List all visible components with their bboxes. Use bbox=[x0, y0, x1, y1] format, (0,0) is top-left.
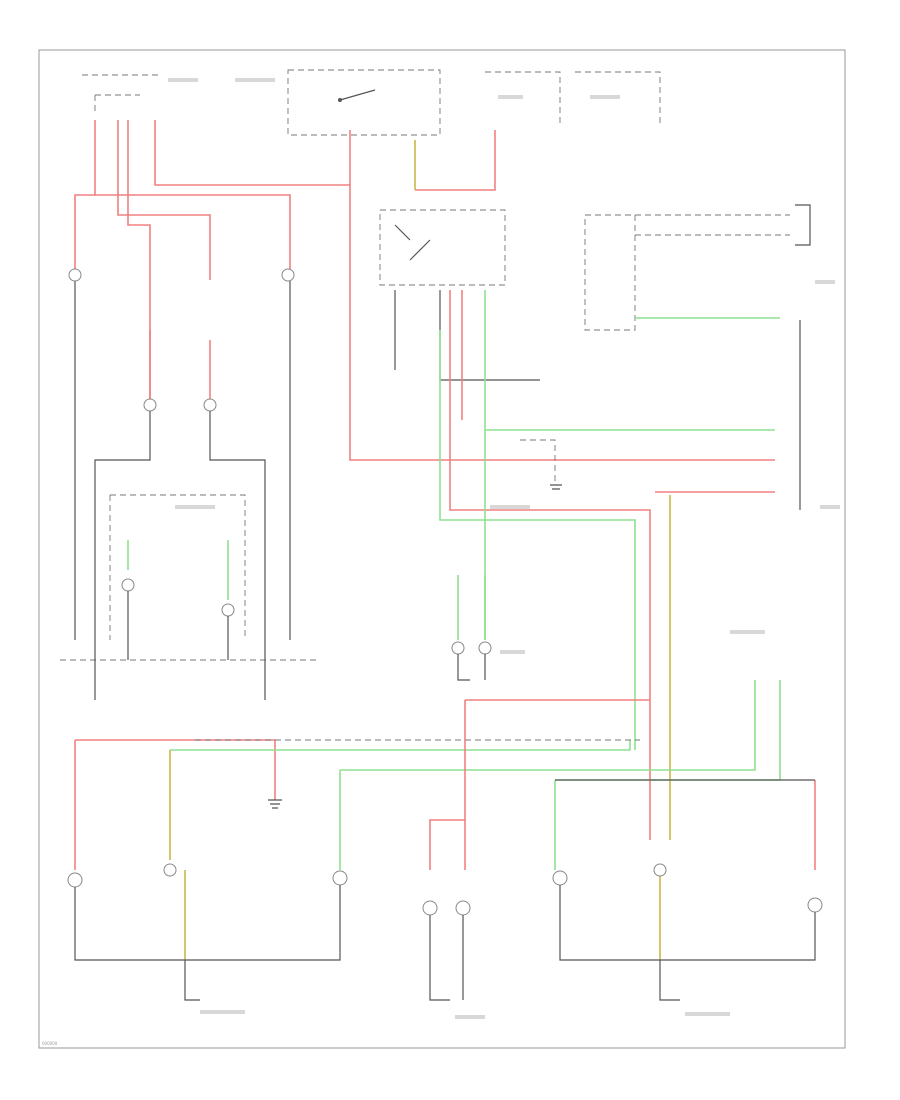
lamp-left-rear-sidemarker bbox=[67, 872, 83, 888]
rear-wiring bbox=[74, 680, 816, 960]
top-fuse-area bbox=[82, 69, 661, 136]
rear-lamps bbox=[67, 863, 823, 1001]
lamp-right-backup bbox=[478, 641, 492, 655]
footer-code: 000000 bbox=[42, 1041, 58, 1046]
lamp-right-stop-turn bbox=[653, 863, 667, 877]
center-relay bbox=[379, 209, 775, 840]
lamp-right-front-marker bbox=[203, 398, 217, 412]
faint-labels bbox=[168, 78, 840, 1019]
right-connector bbox=[584, 204, 811, 840]
diagram-frame bbox=[38, 49, 846, 1049]
lamp-left-front-marker bbox=[143, 398, 157, 412]
lamp-right-rear-tail bbox=[552, 870, 568, 886]
top-red-wiring bbox=[74, 120, 775, 461]
ground-symbols bbox=[268, 484, 562, 809]
lamp-left-backup bbox=[451, 641, 465, 655]
front-park-lamps bbox=[60, 268, 320, 700]
lamp-left-stop-turn bbox=[163, 863, 177, 877]
lamp-left-rear-tail bbox=[332, 870, 348, 886]
lamp-right-front-park bbox=[281, 268, 295, 282]
lamp-right-license bbox=[455, 900, 471, 916]
lamp-left-front-turn bbox=[121, 578, 135, 592]
lamp-right-rear-sidemarker bbox=[807, 897, 823, 913]
lamp-left-license bbox=[422, 900, 438, 916]
lamp-right-front-turn bbox=[221, 603, 235, 617]
backup-lamps bbox=[451, 575, 492, 681]
lamp-left-front-park bbox=[68, 268, 82, 282]
